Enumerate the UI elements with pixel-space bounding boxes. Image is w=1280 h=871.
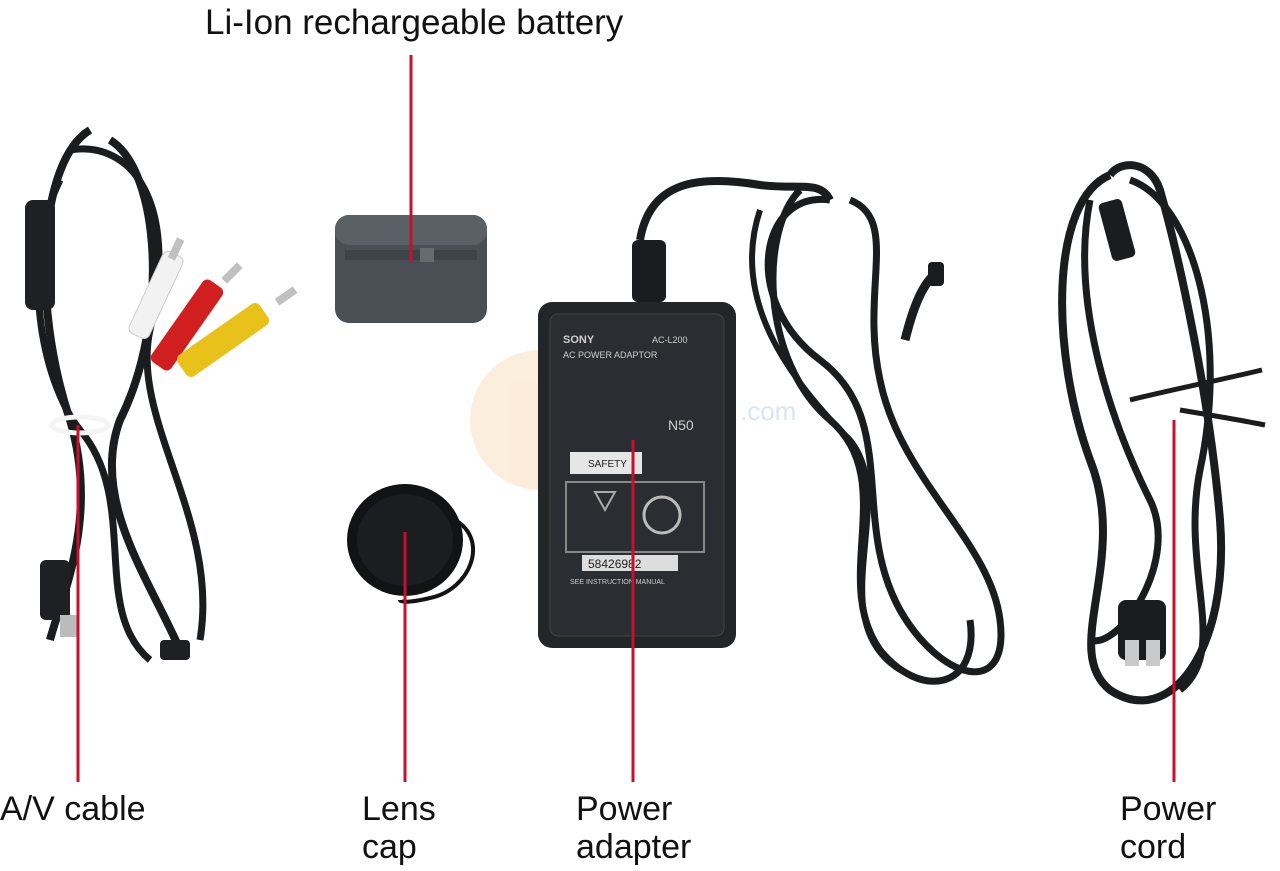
power-cord — [1058, 161, 1266, 705]
adapter-code: N50 — [668, 417, 694, 433]
rca-plug-red — [150, 262, 243, 371]
lens-cap-label-line1: Lens — [362, 790, 436, 828]
av-cable-label: A/V cable — [0, 790, 146, 828]
lens-cap-label-line2: cap — [362, 828, 417, 866]
adapter-title: AC POWER ADAPTOR — [563, 350, 658, 360]
adapter-label-line1: Power — [576, 790, 673, 828]
lens-cap-label: Lens cap — [362, 790, 482, 866]
leader-lines — [76, 55, 1176, 782]
rca-plug-white — [128, 237, 185, 339]
adapter-serial: 58426982 — [588, 557, 642, 571]
power-cord-label: Power cord — [1120, 790, 1270, 866]
adapter-label-line2: adapter — [576, 828, 692, 866]
battery-label: Li-Ion rechargeable battery — [205, 3, 624, 42]
rca-plug-yellow — [176, 286, 298, 377]
adapter-model: AC-L200 — [652, 335, 688, 345]
dc-cable-coil — [749, 187, 1005, 685]
power-cord-label-line2: cord — [1120, 828, 1187, 866]
adapter-brand: SONY — [563, 334, 595, 346]
adapter-safety: SAFETY — [588, 459, 627, 470]
svg-text:.com: .com — [740, 396, 796, 426]
adapter-footer: SEE INSTRUCTION MANUAL — [570, 579, 665, 586]
adapter-text: SONY AC-L200 AC POWER ADAPTOR N50 584269… — [563, 334, 694, 586]
adapter-label: Power adapter — [576, 790, 756, 866]
power-adapter — [538, 177, 834, 648]
power-cord-label-line1: Power — [1120, 790, 1217, 828]
lens-cap — [347, 484, 475, 604]
av-cable — [25, 126, 207, 663]
